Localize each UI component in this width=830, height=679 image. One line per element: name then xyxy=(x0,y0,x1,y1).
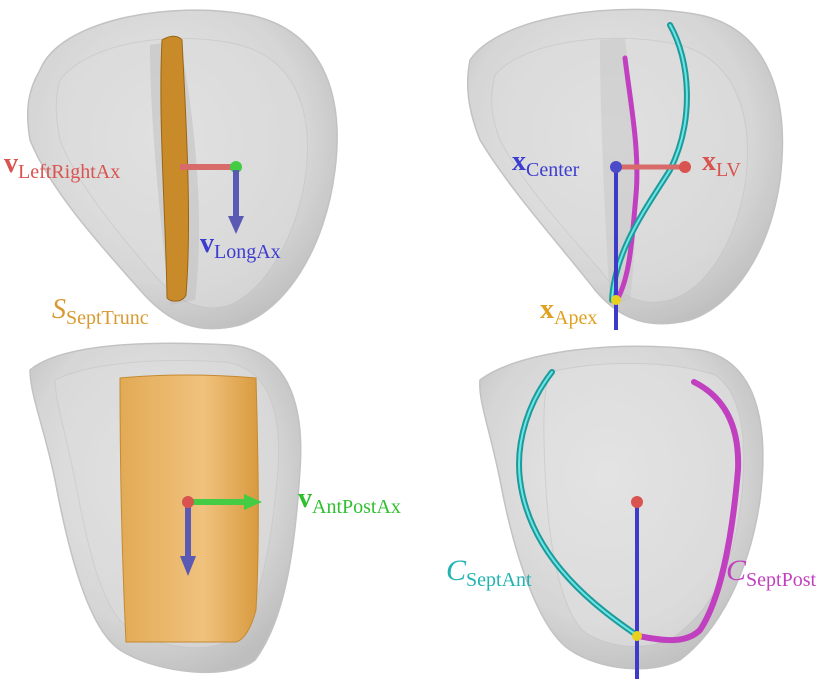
label-s-sept-trunc: SSeptTrunc xyxy=(52,294,149,329)
sept-post-curve xyxy=(635,379,742,644)
lv-point-marker xyxy=(679,161,691,173)
ant-post-axis-arrowhead xyxy=(244,494,262,510)
panel-bottom-right: CSeptAnt CSeptPost xyxy=(446,345,816,679)
label-x-center: xCenter xyxy=(512,146,580,181)
label-x-lv: xLV xyxy=(702,146,741,181)
label-v-long-ax: vLongAx xyxy=(200,228,281,263)
label-v-ant-post-ax: vAntPostAx xyxy=(298,483,401,518)
apex-point-marker xyxy=(632,631,642,641)
center-point-marker xyxy=(182,496,194,508)
center-point-marker xyxy=(631,496,643,508)
long-axis-arrowhead xyxy=(228,216,244,234)
label-c-sept-ant: CSeptAnt xyxy=(446,554,532,591)
sept-ant-curve-highlight xyxy=(518,371,639,637)
label-v-left-right-ax: vLeftRightAx xyxy=(4,148,120,183)
septal-truncation-surface xyxy=(160,35,190,302)
center-point-marker xyxy=(610,161,622,173)
apex-point-marker xyxy=(611,295,621,305)
panel-top-right: xCenter xLV xApex xyxy=(466,8,784,330)
panel-top-left: vLeftRightAx vLongAx SSeptTrunc xyxy=(4,9,338,330)
heart-inner-surface xyxy=(543,362,745,647)
sept-post-curve xyxy=(615,55,640,301)
sept-ant-curve-highlight xyxy=(611,24,688,301)
label-x-apex: xApex xyxy=(540,294,597,329)
label-c-sept-post: CSeptPost xyxy=(726,554,816,591)
panel-bottom-left: vAntPostAx xyxy=(29,342,401,674)
long-axis-arrowhead xyxy=(180,556,196,576)
